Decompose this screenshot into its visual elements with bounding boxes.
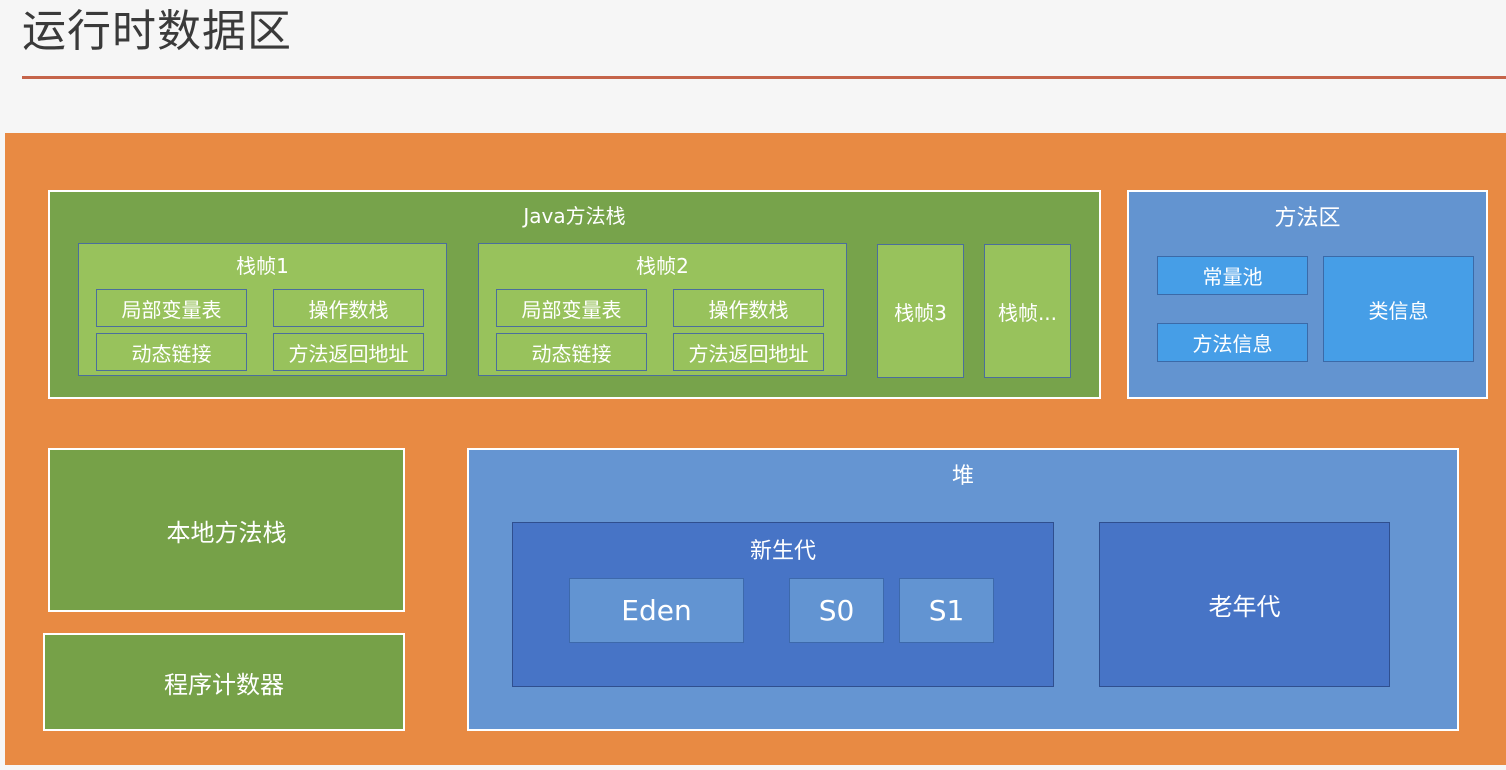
method-info: 方法信息	[1157, 323, 1308, 362]
dynamic-linking: 动态链接	[496, 333, 647, 371]
class-info: 类信息	[1323, 256, 1474, 362]
dynamic-linking: 动态链接	[96, 333, 247, 371]
return-address: 方法返回地址	[673, 333, 824, 371]
title-divider	[22, 76, 1506, 79]
old-generation: 老年代	[1099, 522, 1390, 687]
local-variable-table: 局部变量表	[496, 289, 647, 327]
program-counter: 程序计数器	[43, 633, 405, 731]
operand-stack: 操作数栈	[673, 289, 824, 327]
eden-space: Eden	[569, 578, 744, 643]
java-method-stack-title: Java方法栈	[523, 204, 626, 228]
stack-frame-2-title: 栈帧2	[636, 254, 689, 278]
method-area-title: 方法区	[1274, 206, 1341, 231]
stack-frame-more: 栈帧...	[984, 244, 1071, 378]
stack-frame-1-title: 栈帧1	[236, 254, 289, 278]
constant-pool: 常量池	[1157, 256, 1308, 295]
survivor-s1: S1	[899, 578, 994, 643]
native-method-stack: 本地方法栈	[48, 448, 405, 612]
young-generation-title: 新生代	[749, 539, 816, 564]
page-title: 运行时数据区	[22, 6, 292, 57]
return-address: 方法返回地址	[273, 333, 424, 371]
stack-frame-3: 栈帧3	[877, 244, 964, 378]
operand-stack: 操作数栈	[273, 289, 424, 327]
heap-title: 堆	[951, 464, 974, 489]
local-variable-table: 局部变量表	[96, 289, 247, 327]
survivor-s0: S0	[789, 578, 884, 643]
